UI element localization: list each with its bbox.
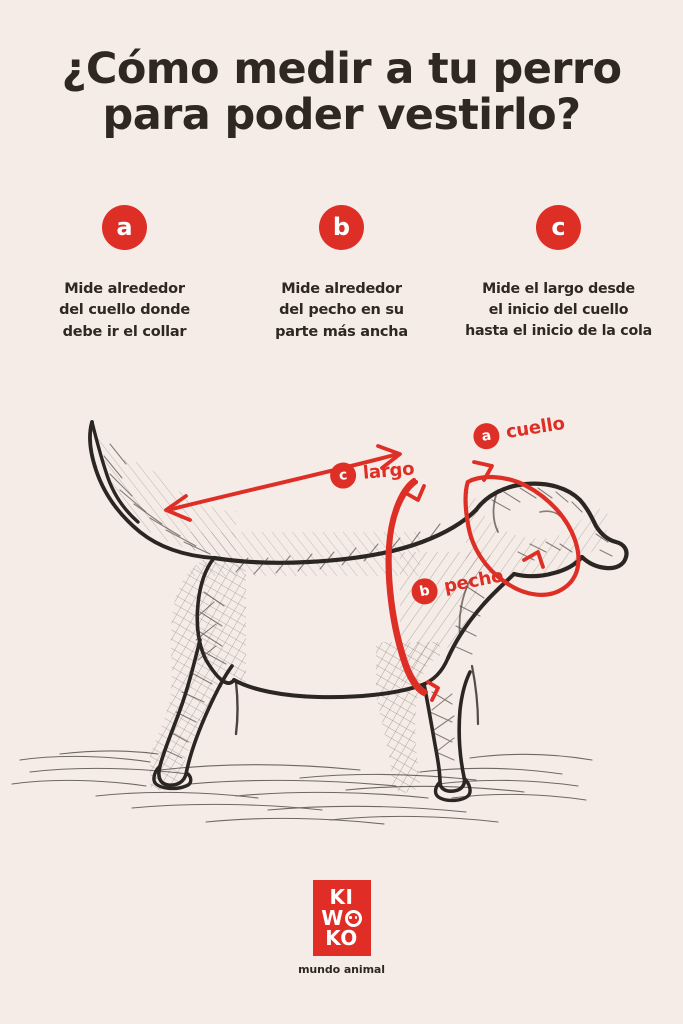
- dog-illustration: [0, 392, 683, 852]
- neck-measure-arrow: [463, 460, 581, 597]
- step-b-badge: b: [319, 205, 364, 250]
- page-title: ¿Cómo medir a tu perro para poder vestir…: [0, 46, 683, 139]
- logo-line-wo-text: W: [321, 905, 344, 930]
- logo-line-wo: W: [321, 905, 362, 930]
- step-a: a Mide alrededor del cuello donde debe i…: [22, 205, 227, 343]
- measure-badge-b: b: [409, 576, 440, 607]
- kiwoko-logo-mark: KI W KO: [312, 880, 371, 956]
- dog-sketch-svg: [11, 420, 629, 825]
- step-b-description: Mide alrededor del pecho en su parte más…: [275, 281, 408, 340]
- measure-arrows: [164, 444, 581, 702]
- logo-line-ko: KO: [325, 926, 358, 951]
- measure-badge-a: a: [471, 421, 502, 452]
- chest-measure-arrow: [385, 477, 440, 702]
- paw-o-icon: [344, 910, 362, 927]
- measure-text-cuello: cuello: [504, 412, 567, 443]
- steps-row: a Mide alrededor del cuello donde debe i…: [22, 205, 661, 343]
- step-a-badge: a: [102, 205, 147, 250]
- step-c-badge: c: [536, 205, 581, 250]
- step-c-description: Mide el largo desde el inicio del cuello…: [465, 281, 652, 340]
- step-a-description: Mide alrededor del cuello donde debe ir …: [59, 281, 190, 340]
- dog-outline: [88, 420, 629, 803]
- logo-line-ki: KI: [329, 885, 354, 910]
- measure-badge-c: c: [329, 461, 358, 490]
- ground-shading: [11, 750, 593, 825]
- step-b: b Mide alrededor del pecho en su parte m…: [239, 205, 444, 343]
- step-c: c Mide el largo desde el inicio del cuel…: [456, 205, 661, 342]
- length-measure-arrow: [164, 444, 402, 522]
- logo-tagline: mundo animal: [298, 963, 385, 976]
- dog-hatch-strokes: [103, 443, 613, 761]
- measure-text-largo: largo: [362, 458, 416, 484]
- page-title-line-2: para poder vestirlo?: [102, 90, 582, 141]
- page-title-line-1: ¿Cómo medir a tu perro: [61, 44, 622, 94]
- brand-logo: KI W KO mundo animal: [0, 880, 683, 976]
